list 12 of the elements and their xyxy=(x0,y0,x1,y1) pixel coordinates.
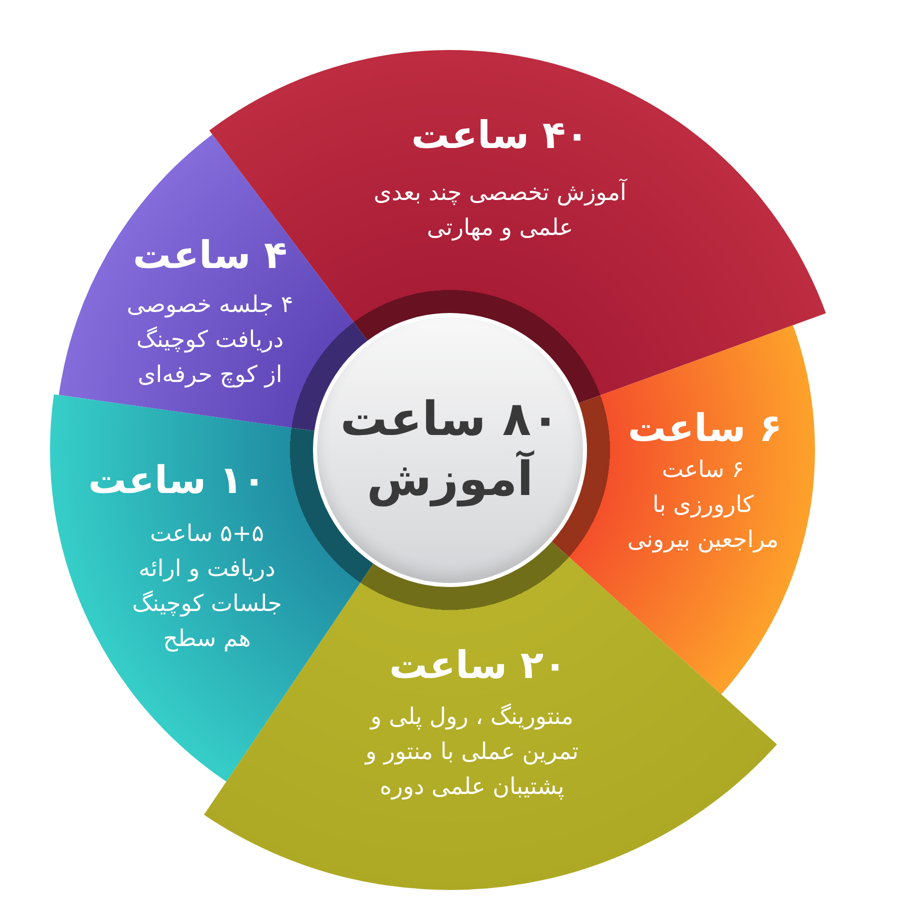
hours-heading: ۴۰ ساعت xyxy=(411,112,589,159)
center-title: ۸۰ ساعت xyxy=(340,391,560,449)
hours-heading: ۴ ساعت xyxy=(132,232,288,279)
description-text: منتورینگ ، رول پلی و تمرین عملی با منتور و پشتیبان علمی دوره xyxy=(364,702,580,802)
description-text: ۶ ساعت کارورزی با مراجعین بیرونی xyxy=(626,456,780,555)
description-text: ۴ جلسه خصوصی دریافت کوچینگ از کوچ حرفه‌ای xyxy=(126,291,294,390)
description-text: ۵+۵ ساعت دریافت و ارائه جلسات کوچینگ هم سطح xyxy=(131,520,283,654)
center-title: آموزش xyxy=(366,450,534,509)
hours-heading: ۶ ساعت xyxy=(628,405,782,452)
description-text: آموزش تخصصی چند بعدی علمی و مهارتی xyxy=(372,178,628,243)
hours-heading: ۲۰ ساعت xyxy=(389,642,567,689)
hours-heading: ۱۰ ساعت xyxy=(88,457,266,504)
